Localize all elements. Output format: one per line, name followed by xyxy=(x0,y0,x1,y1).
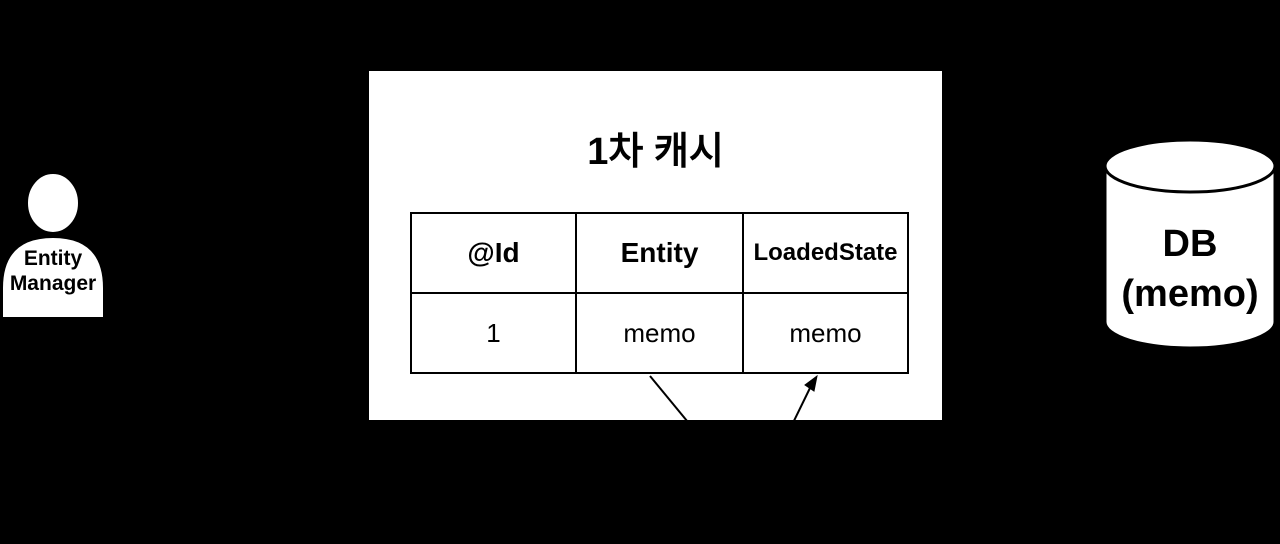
db-label-line2: (memo) xyxy=(1121,273,1258,315)
actor-label-line2: Manager xyxy=(10,272,96,295)
column-header-loadedstate: LoadedState xyxy=(742,212,909,294)
actor-label-line1: Entity xyxy=(24,247,83,270)
actor-head-icon xyxy=(26,172,80,234)
cache-title: 1차 캐시 xyxy=(587,131,724,173)
cell-entity: memo xyxy=(575,292,744,374)
cylinder-top-rim-icon xyxy=(1103,165,1277,194)
loadedstate-arrowhead-icon xyxy=(804,374,818,392)
actor-body-icon xyxy=(1,235,105,319)
cache-table-data-row: 1 memo memo xyxy=(410,292,909,374)
cache-table-header-row: @Id Entity LoadedState xyxy=(410,212,909,294)
cache-table: @Id Entity LoadedState 1 memo memo xyxy=(410,212,909,374)
first-level-cache-panel: 1차 캐시 @Id Entity LoadedState 1 memo memo xyxy=(369,71,942,420)
cell-loadedstate: memo xyxy=(742,292,909,374)
column-header-entity: Entity xyxy=(575,212,744,294)
db-cylinder-icon: DB (memo) xyxy=(1103,138,1277,350)
column-header-id: @Id xyxy=(410,212,577,294)
cell-id: 1 xyxy=(410,292,577,374)
entity-pointer-line-icon xyxy=(649,375,688,420)
db-label-line1: DB xyxy=(1163,223,1218,265)
entity-manager-actor-icon: Entity Manager xyxy=(1,172,105,319)
cylinder-body-icon xyxy=(1103,138,1277,350)
loadedstate-arrow-line-icon xyxy=(793,387,811,420)
